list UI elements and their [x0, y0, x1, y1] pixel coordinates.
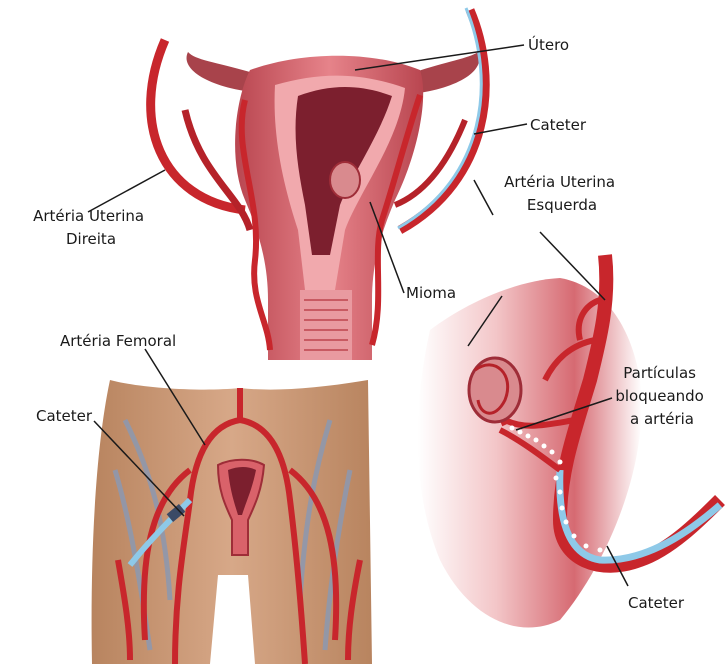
label-arteria-uterina-esquerda: Artéria Uterina Esquerda	[504, 173, 620, 214]
closeup-illustration	[418, 255, 720, 628]
label-cateter-top: Cateter	[530, 116, 587, 134]
label-cateter-left: Cateter	[36, 407, 93, 425]
uterus-illustration	[151, 8, 486, 360]
fibroid	[330, 162, 360, 198]
legs-gap	[218, 575, 248, 664]
pelvis-illustration	[92, 380, 372, 664]
label-arteria-uterina-direita: Artéria Uterina Direita	[33, 207, 149, 248]
label-utero: Útero	[528, 35, 569, 54]
left-fallopian-tube	[187, 52, 252, 92]
label-arteria-femoral: Artéria Femoral	[60, 332, 176, 350]
label-cateter-bottom: Cateter	[628, 594, 685, 612]
label-particulas: Partículas bloqueando a artéria	[615, 364, 708, 428]
label-mioma: Mioma	[406, 284, 456, 302]
